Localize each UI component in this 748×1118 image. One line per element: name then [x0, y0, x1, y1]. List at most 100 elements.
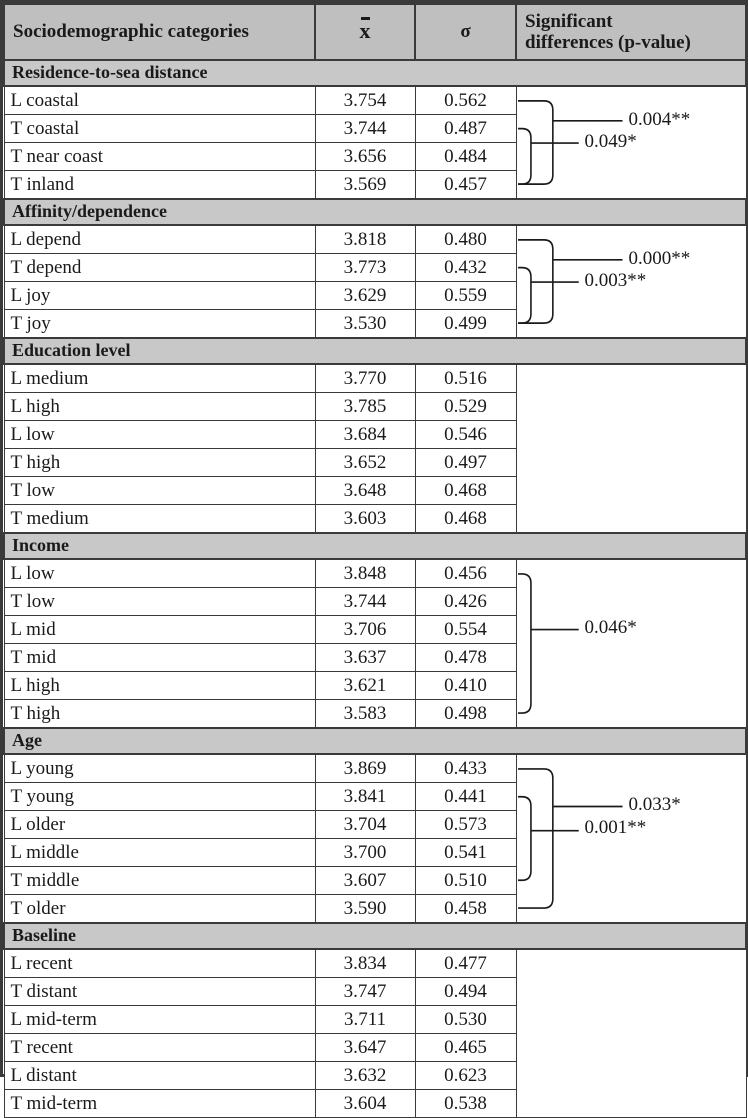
significance-brackets: 0.000**0.003**: [517, 226, 746, 337]
cell-mean: 3.818: [314, 224, 416, 254]
column-header-sd: σ: [414, 3, 517, 61]
cell-sd: 0.559: [414, 281, 517, 310]
cell-sd: 0.441: [414, 782, 517, 811]
cell-mean: 3.744: [314, 587, 416, 616]
significance-cell: [515, 363, 747, 534]
cell-mean: 3.583: [314, 699, 416, 729]
cell-sd: 0.458: [414, 894, 517, 924]
bracket-svg: [517, 100, 623, 185]
bracket-path: [517, 573, 579, 714]
section-title: Affinity/dependence: [3, 198, 747, 226]
cell-category: T low: [3, 476, 316, 505]
cell-category: L joy: [3, 281, 316, 310]
cell-category: T mid-term: [3, 1089, 316, 1118]
cell-sd: 0.530: [414, 1005, 517, 1034]
cell-category: T medium: [3, 504, 316, 534]
cell-mean: 3.569: [314, 170, 416, 200]
cell-category: L high: [3, 671, 316, 700]
cell-mean: 3.648: [314, 476, 416, 505]
cell-category: T near coast: [3, 142, 316, 171]
significance-brackets: 0.004**0.049*: [517, 87, 746, 198]
stats-table: Sociodemographic categories x σ Signific…: [3, 3, 747, 1118]
cell-mean: 3.747: [314, 977, 416, 1006]
cell-category: T coastal: [3, 114, 316, 143]
cell-mean: 3.841: [314, 782, 416, 811]
p-value-label: 0.049*: [584, 130, 637, 152]
p-value-label: 0.000**: [628, 247, 691, 269]
section-title: Residence-to-sea distance: [3, 59, 747, 87]
cell-mean: 3.607: [314, 866, 416, 895]
section-title: Age: [3, 727, 747, 755]
cell-sd: 0.478: [414, 643, 517, 672]
cell-category: L distant: [3, 1061, 316, 1090]
cell-category: L young: [3, 753, 316, 783]
cell-mean: 3.869: [314, 753, 416, 783]
cell-mean: 3.603: [314, 504, 416, 534]
cell-sd: 0.465: [414, 1033, 517, 1062]
cell-category: T inland: [3, 170, 316, 200]
column-header-mean: x: [314, 3, 416, 61]
cell-mean: 3.744: [314, 114, 416, 143]
cell-category: L medium: [3, 363, 316, 393]
cell-sd: 0.497: [414, 448, 517, 477]
section-title: Education level: [3, 337, 747, 365]
cell-category: L middle: [3, 838, 316, 867]
cell-sd: 0.541: [414, 838, 517, 867]
significance-cell: 0.004**0.049*: [515, 85, 747, 200]
cell-sd: 0.562: [414, 85, 517, 115]
cell-mean: 3.590: [314, 894, 416, 924]
cell-mean: 3.834: [314, 948, 416, 978]
cell-sd: 0.477: [414, 948, 517, 978]
cell-mean: 3.706: [314, 615, 416, 644]
cell-sd: 0.456: [414, 558, 517, 588]
cell-mean: 3.704: [314, 810, 416, 839]
cell-sd: 0.494: [414, 977, 517, 1006]
cell-mean: 3.629: [314, 281, 416, 310]
p-value-label: 0.004**: [628, 108, 691, 130]
cell-sd: 0.573: [414, 810, 517, 839]
bracket-path: [517, 266, 579, 324]
cell-mean: 3.530: [314, 309, 416, 339]
cell-sd: 0.468: [414, 476, 517, 505]
significance-cell: [515, 948, 747, 1118]
cell-sd: 0.499: [414, 309, 517, 339]
cell-mean: 3.621: [314, 671, 416, 700]
p-value-label: 0.046*: [584, 616, 637, 638]
bracket-path: [517, 795, 579, 882]
cell-sd: 0.546: [414, 420, 517, 449]
cell-mean: 3.632: [314, 1061, 416, 1090]
cell-sd: 0.468: [414, 504, 517, 534]
cell-sd: 0.510: [414, 866, 517, 895]
cell-category: T high: [3, 699, 316, 729]
significance-brackets: 0.046*: [517, 560, 746, 727]
table-head: Sociodemographic categories x σ Signific…: [3, 3, 747, 61]
cell-category: T depend: [3, 253, 316, 282]
significance-brackets: [517, 365, 746, 532]
sig-header-line1: Significant: [525, 10, 613, 32]
section-header-row: Affinity/dependence: [3, 198, 747, 226]
section-header-row: Age: [3, 727, 747, 755]
cell-mean: 3.770: [314, 363, 416, 393]
cell-category: L coastal: [3, 85, 316, 115]
section-title: Income: [3, 532, 747, 560]
cell-mean: 3.711: [314, 1005, 416, 1034]
cell-category: T high: [3, 448, 316, 477]
cell-category: T distant: [3, 977, 316, 1006]
cell-category: L mid-term: [3, 1005, 316, 1034]
